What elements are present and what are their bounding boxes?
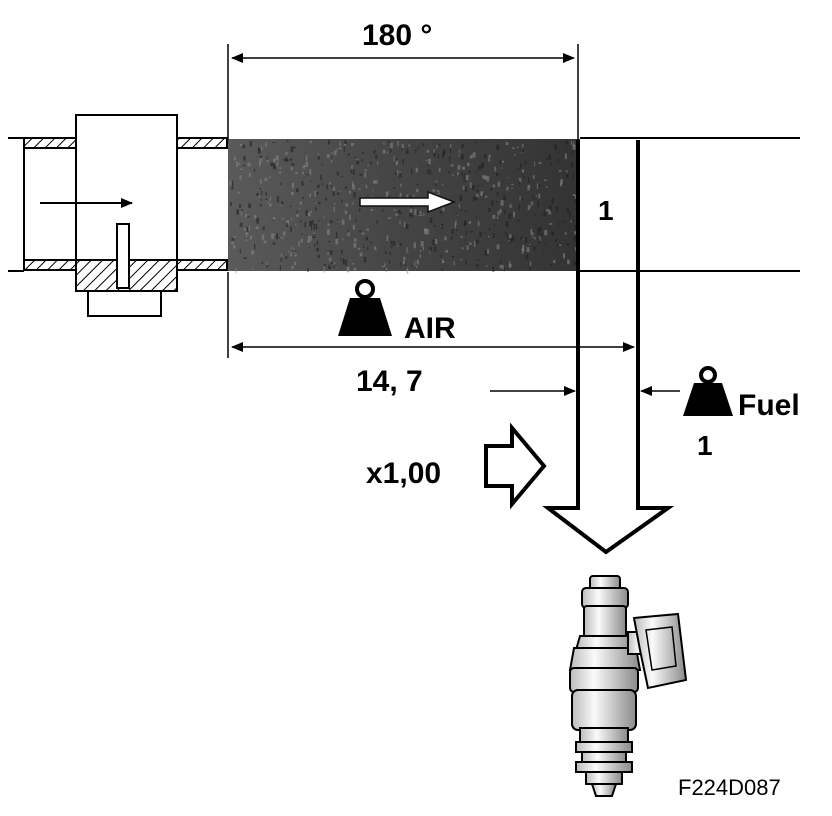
intake-duct [8, 137, 800, 272]
air-mass-block [228, 139, 580, 274]
angle-dimension [227, 44, 579, 140]
section-number: 1 [598, 195, 614, 226]
factor-arrow-icon [484, 422, 547, 510]
mixture-flow-arrow [542, 140, 675, 555]
air-flow-meter [40, 114, 178, 317]
factor-label: x1,00 [366, 457, 441, 490]
weight-icon [683, 366, 733, 416]
air-ratio-dimension [227, 272, 635, 358]
weight-icon [338, 279, 392, 336]
fuel-ratio-label: 1 [697, 430, 713, 461]
air-label: AIR [404, 312, 456, 345]
fuel-injector-icon [568, 575, 688, 797]
fuel-label: Fuel [738, 389, 800, 422]
angle-label: 180 ° [362, 19, 432, 52]
air-ratio-label: 14, 7 [356, 365, 423, 398]
figure-code: F224D087 [678, 775, 781, 800]
arrow-right-icon [359, 190, 457, 214]
